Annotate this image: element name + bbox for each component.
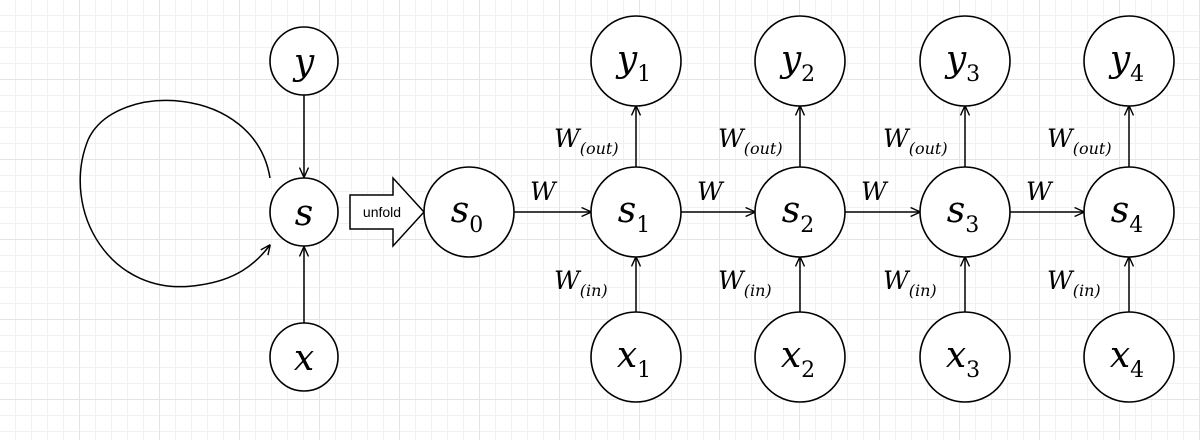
label-input-weight-2: W(in) [718,266,772,300]
svg-text:s4: s4 [1111,190,1143,238]
svg-text:s3: s3 [947,190,979,238]
label-output-weight-4: W(out) [1047,124,1112,158]
node-s: s [269,177,339,247]
label-input-weight-1: W(in) [554,266,608,300]
svg-text:y2: y2 [779,39,815,87]
node-s2: s2 [754,166,846,258]
node-y4: y4 [1083,15,1175,107]
self-loop-edge [79,99,270,288]
svg-text:y4: y4 [1108,39,1144,87]
svg-text:x4: x4 [1110,335,1144,383]
svg-text:y3: y3 [944,39,980,87]
label-output-weight-1: W(out) [554,124,619,158]
node-y1: y1 [590,15,682,107]
unfold-arrow: unfold [349,176,426,248]
svg-text:s0: s0 [451,190,483,238]
node-x1: x1 [590,311,682,403]
node-x: x [269,322,339,392]
svg-text:x3: x3 [946,335,980,383]
node-y: y [269,26,339,96]
label-recurrent-weight-4: W [1026,177,1054,206]
node-x3: x3 [919,311,1011,403]
svg-text:x2: x2 [781,335,815,383]
node-x4: x4 [1083,311,1175,403]
label-recurrent-weight-2: W [697,177,725,206]
label-recurrent-weight-3: W [861,177,889,206]
node-y2: y2 [754,15,846,107]
label-output-weight-2: W(out) [718,124,783,158]
label-input-weight-3: W(in) [883,266,937,300]
node-s1: s1 [590,166,682,258]
label-output-weight-3: W(out) [883,124,948,158]
svg-text:y1: y1 [615,39,651,87]
svg-text:y: y [292,42,315,83]
node-x2: x2 [754,311,846,403]
label-input-weight-4: W(in) [1047,266,1101,300]
unfold-label: unfold [363,204,401,220]
unfolded-steps: W W W W W(out) W(in) y1 s1 x1 W(out) W(in) y2 s2 x2 W(… [514,15,1175,403]
label-recurrent-weight-1: W [530,177,558,206]
node-s4: s4 [1083,166,1175,258]
svg-text:s1: s1 [618,190,650,238]
node-s3: s3 [919,166,1011,258]
node-y3: y3 [919,15,1011,107]
node-s0: s0 [423,166,515,258]
svg-text:x: x [294,338,314,379]
svg-text:s: s [295,193,313,234]
svg-text:x1: x1 [617,335,651,383]
svg-text:s2: s2 [782,190,814,238]
